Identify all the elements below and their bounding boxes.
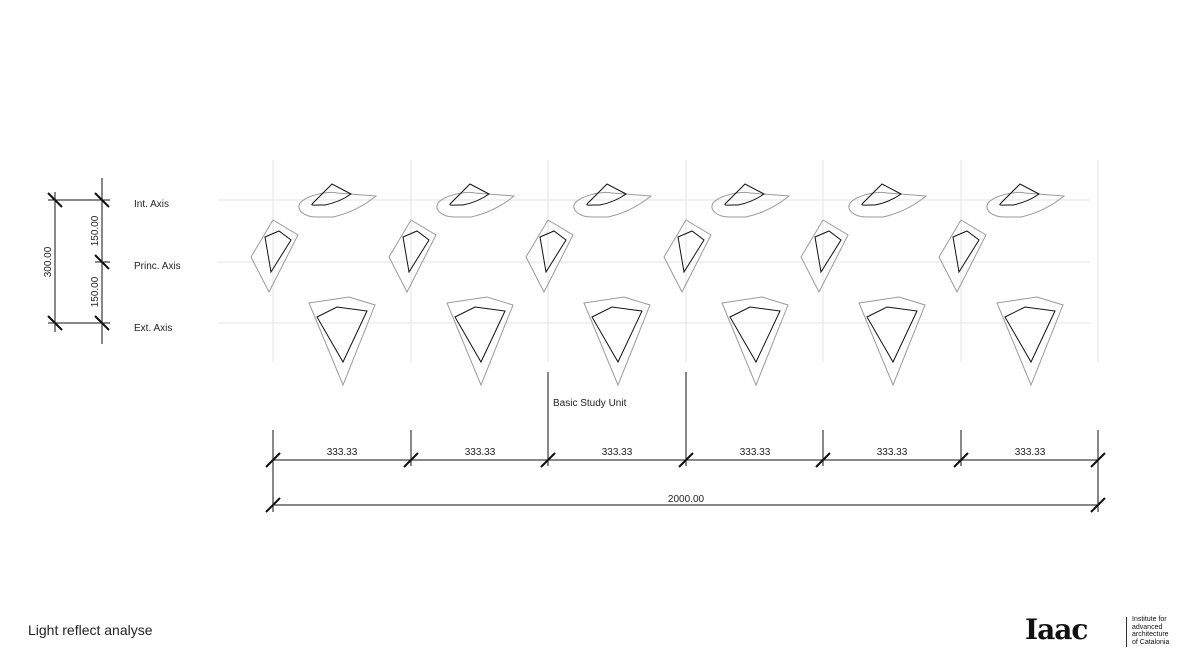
- princ-panel-aperture: [402, 230, 430, 274]
- axis-label-princ: Princ. Axis: [134, 261, 181, 272]
- logo-line-1: Institute for: [1132, 616, 1167, 623]
- int-panel-aperture: [724, 183, 765, 206]
- logo-divider: [1126, 617, 1127, 647]
- princ-panel-aperture: [677, 230, 705, 274]
- segment-tick-5: [815, 452, 831, 468]
- ext-panel: [308, 296, 376, 387]
- dim-segment-4: 333.33: [740, 447, 771, 458]
- ext-panel-outline: [858, 296, 926, 387]
- iaac-logo: Iaac Institute for advanced architecture…: [1025, 614, 1185, 650]
- princ-panel-aperture: [814, 230, 842, 274]
- dim-total-height: 300.00: [43, 246, 54, 277]
- int-panel: [573, 183, 653, 218]
- int-panel: [711, 183, 791, 218]
- princ-panel-outline: [800, 219, 849, 294]
- panel-column-3: [525, 183, 653, 387]
- princ-panel: [525, 219, 574, 294]
- grid: [218, 160, 1099, 362]
- princ-panel-outline: [663, 219, 712, 294]
- int-panel: [848, 183, 928, 218]
- logo-line-3: architecture: [1132, 631, 1169, 639]
- axis-label-int: Int. Axis: [134, 199, 169, 210]
- princ-panel-aperture: [264, 230, 292, 274]
- dim-total-width: 2000.00: [668, 494, 705, 505]
- dim-lower-half: 150.00: [90, 276, 101, 307]
- ext-panel-aperture: [1004, 306, 1056, 364]
- dim-upper-half: 150.00: [90, 215, 101, 246]
- logo-text: Institute for advanced architecture of C…: [1132, 616, 1169, 646]
- total-tick-end: [1090, 497, 1106, 513]
- segment-tick-7: [1090, 452, 1106, 468]
- caption: Light reflect analyse: [28, 622, 153, 638]
- princ-panel: [800, 219, 849, 294]
- dim-segment-1: 333.33: [327, 447, 358, 458]
- segment-tick-2: [403, 452, 419, 468]
- total-tick-start: [265, 497, 281, 513]
- princ-panel: [388, 219, 437, 294]
- logo-line-4: of Catalonia: [1132, 638, 1170, 646]
- ext-panel-outline: [308, 296, 376, 387]
- ext-panel-aperture: [316, 306, 368, 364]
- princ-panel-outline: [525, 219, 574, 294]
- ext-panel: [858, 296, 926, 387]
- segment-tick-4: [678, 452, 694, 468]
- logo-line-2: advanced: [1132, 623, 1163, 631]
- dim-segment-5: 333.33: [877, 447, 908, 458]
- ext-panel: [583, 296, 651, 387]
- int-panel-outline: [436, 192, 516, 218]
- ext-panel: [446, 296, 514, 387]
- int-panel-aperture: [861, 183, 902, 206]
- dim-segment-3: 333.33: [602, 447, 633, 458]
- segment-tick-6: [953, 452, 969, 468]
- ext-panel-outline: [996, 296, 1064, 387]
- int-panel-outline: [848, 192, 928, 218]
- int-panel-outline: [711, 192, 791, 218]
- int-panel-aperture: [449, 183, 490, 206]
- segment-tick-1: [265, 452, 281, 468]
- int-panel-aperture: [311, 183, 352, 206]
- int-panel: [298, 183, 378, 218]
- study-unit-label: Basic Study Unit: [553, 398, 627, 409]
- vertical-dimensions: [47, 178, 110, 344]
- princ-panel: [663, 219, 712, 294]
- int-panel-outline: [986, 192, 1066, 218]
- princ-panel: [250, 219, 299, 294]
- princ-panel-aperture: [539, 230, 567, 274]
- princ-panel: [938, 219, 987, 294]
- int-panel-aperture: [586, 183, 627, 206]
- princ-panel-outline: [388, 219, 437, 294]
- panel-column-1: [250, 183, 378, 387]
- panel-column-5: [800, 183, 928, 387]
- logo-mark: Iaac: [1025, 613, 1088, 646]
- segment-tick-3: [540, 452, 556, 468]
- ext-panel-outline: [583, 296, 651, 387]
- princ-panel-aperture: [952, 230, 980, 274]
- int-panel: [986, 183, 1066, 218]
- panel-array: [250, 183, 1066, 387]
- dimension-ticks: [265, 452, 1106, 513]
- dim-segment-6: 333.33: [1015, 447, 1046, 458]
- princ-panel-outline: [250, 219, 299, 294]
- axis-label-ext: Ext. Axis: [134, 323, 172, 334]
- ext-panel-aperture: [866, 306, 918, 364]
- ext-panel-aperture: [591, 306, 643, 364]
- panel-column-4: [663, 183, 791, 387]
- ext-panel: [721, 296, 789, 387]
- dim-segment-2: 333.33: [465, 447, 496, 458]
- ext-panel-aperture: [729, 306, 781, 364]
- princ-panel-outline: [938, 219, 987, 294]
- ext-panel: [996, 296, 1064, 387]
- panel-column-2: [388, 183, 516, 387]
- ext-panel-outline: [721, 296, 789, 387]
- int-panel: [436, 183, 516, 218]
- int-panel-outline: [298, 192, 378, 218]
- panel-column-6: [938, 183, 1066, 387]
- int-panel-aperture: [999, 183, 1040, 206]
- int-panel-outline: [573, 192, 653, 218]
- ext-panel-aperture: [454, 306, 506, 364]
- ext-panel-outline: [446, 296, 514, 387]
